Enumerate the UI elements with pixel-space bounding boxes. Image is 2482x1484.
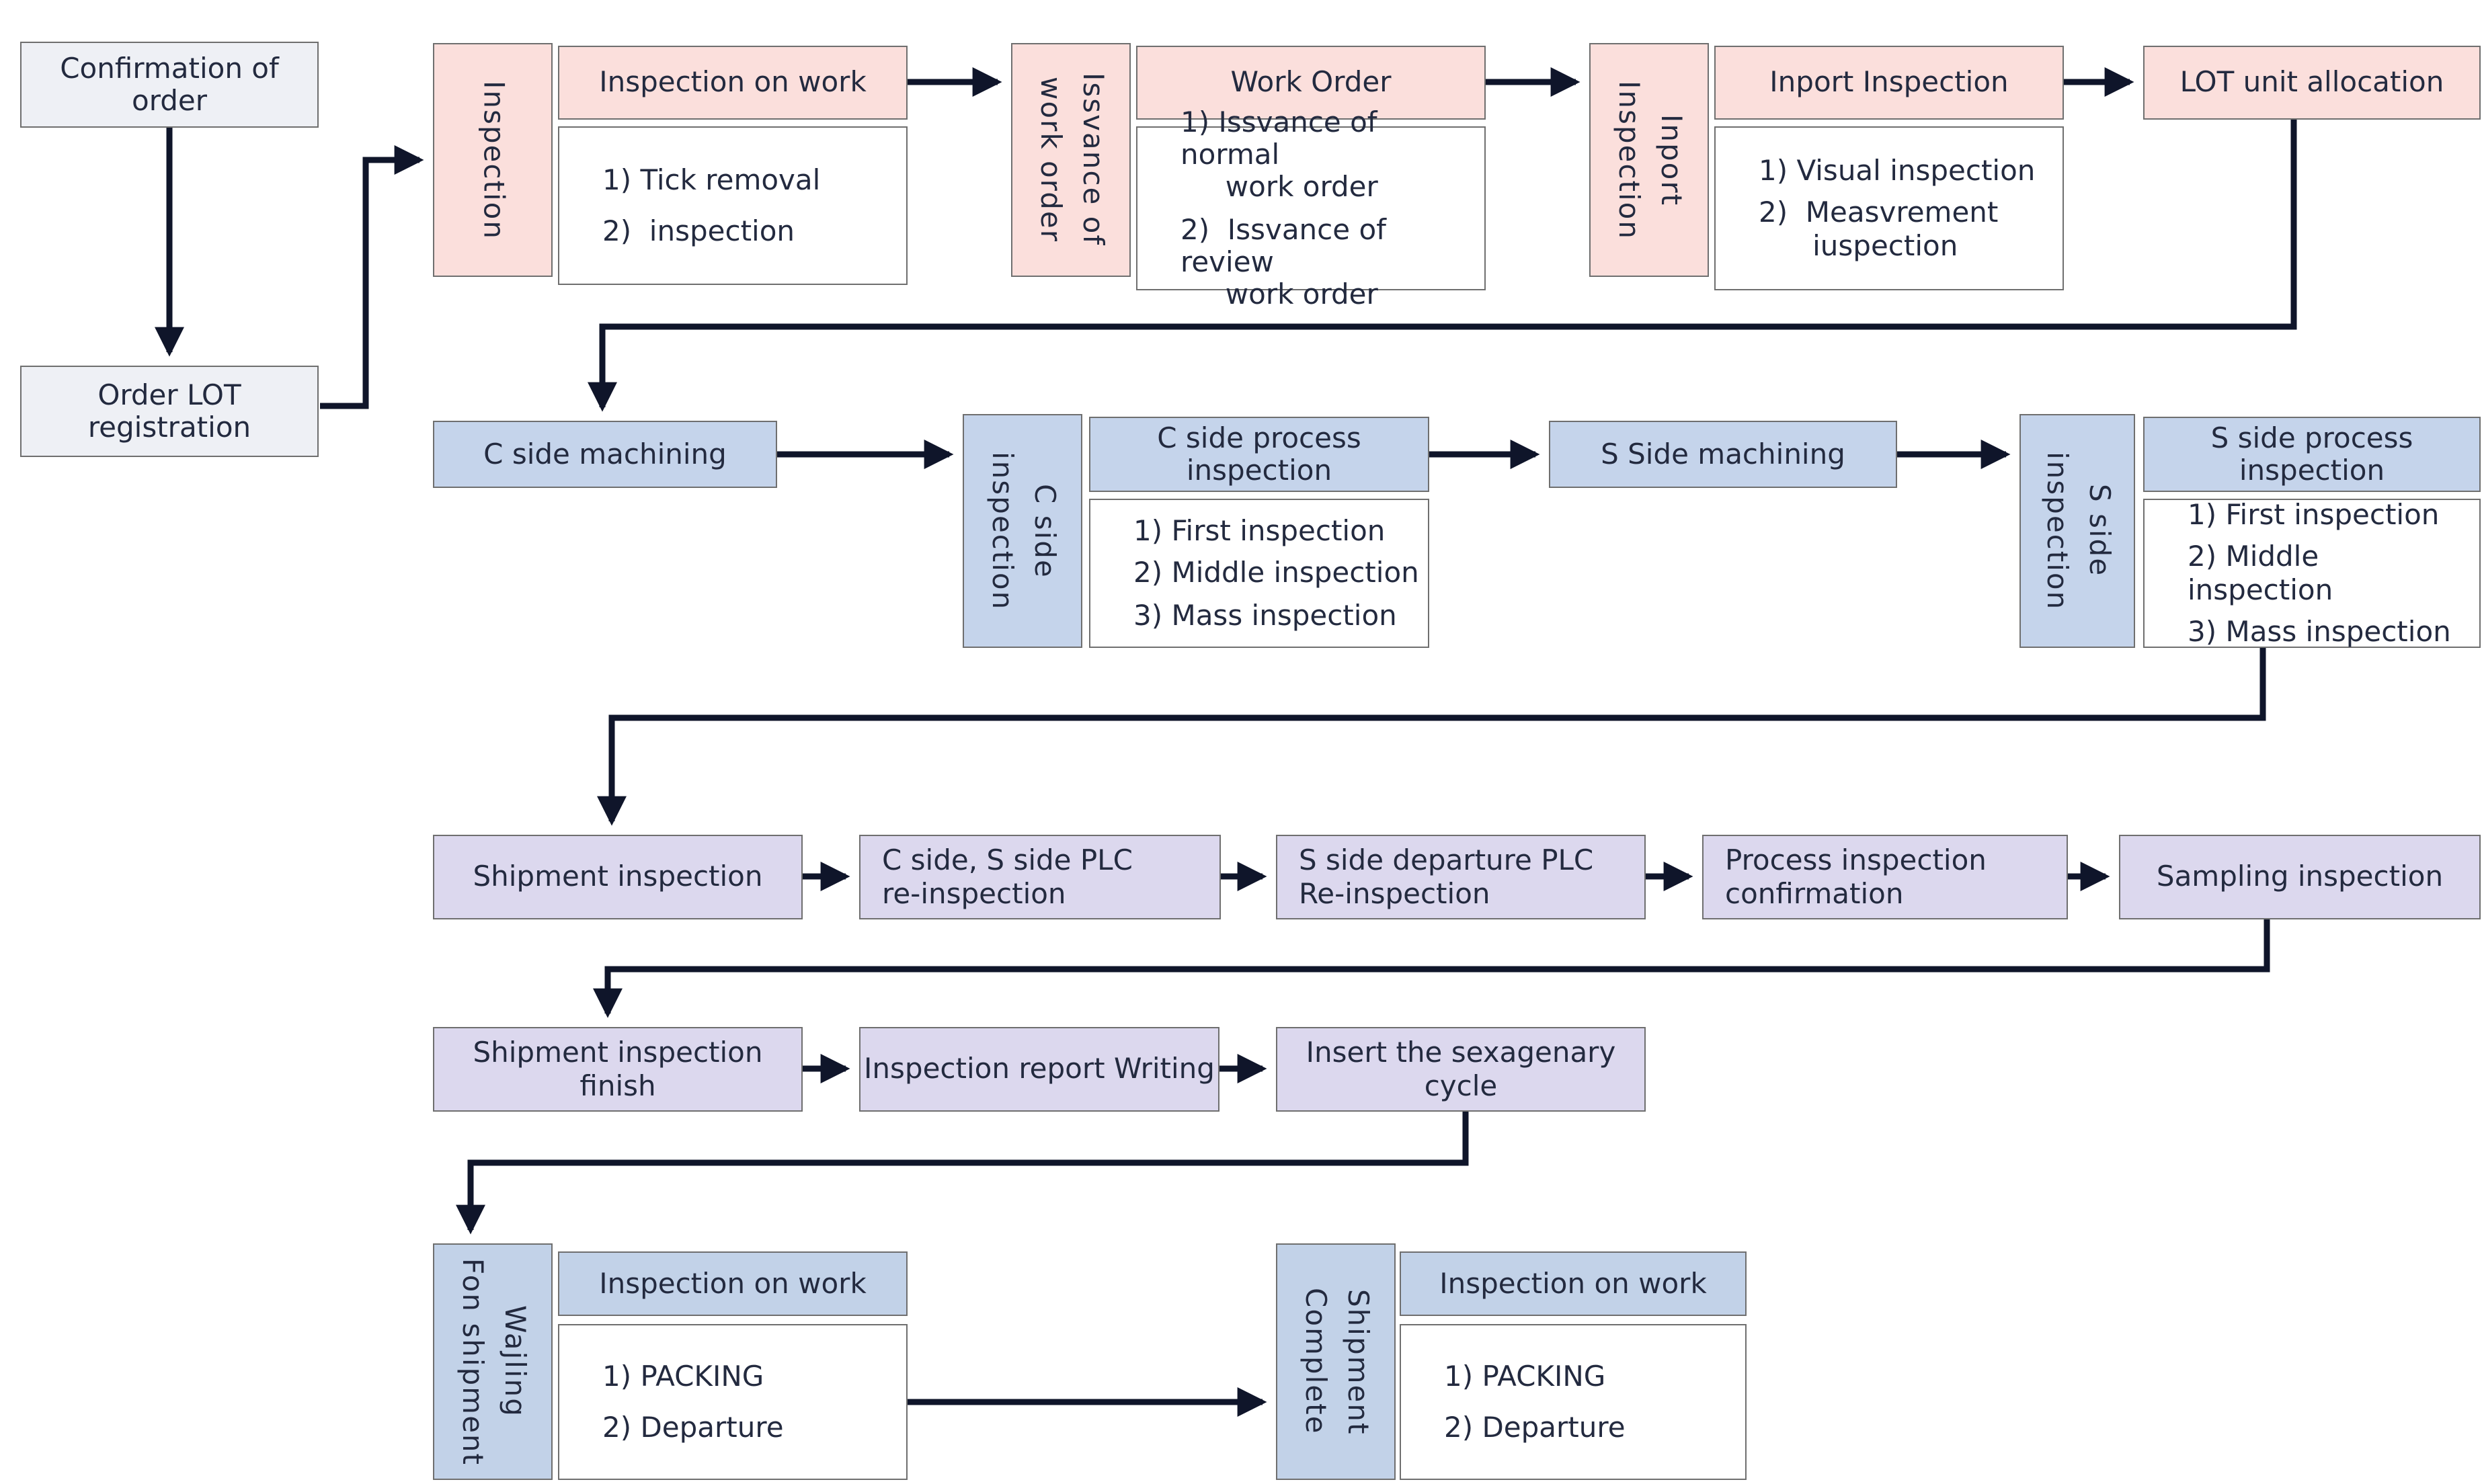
list-item: 1) First inspection — [1133, 515, 1386, 548]
list-c-side-process-inspection: 1) First inspection 2) Middle inspection… — [1089, 499, 1429, 648]
list-item: 1) Visual inspection — [1759, 155, 2036, 188]
list-item: 1) PACKING — [1444, 1360, 1606, 1393]
connector-sexagenary-to-wajling — [456, 1112, 1469, 1235]
list-item: 1) Issvance of normal work order — [1180, 106, 1378, 204]
node-shipment-inspection-finish: Shipment inspection finish — [433, 1027, 803, 1112]
list-item: 1) First inspection — [2188, 499, 2440, 532]
node-lot-unit-allocation: LOT unit allocation — [2143, 46, 2481, 120]
node-label: Shipment inspection — [473, 860, 763, 893]
list-work-order: 1) Issvance of normal work order 2) Issv… — [1136, 106, 1486, 311]
tab-import-inspection: Inport Inspection — [1589, 43, 1709, 277]
tab-s-side-inspection: S side inspection — [2019, 414, 2135, 648]
connector-orderlot-to-inspection — [320, 145, 424, 409]
node-confirmation-of-order: Confirmation of order — [20, 42, 319, 128]
tab-issuance-of-work-order: Issvance of work order — [1011, 43, 1131, 277]
node-label: C side, S side PLC re-inspection — [882, 844, 1133, 909]
node-label: S side departure PLC Re-inspection — [1299, 844, 1594, 909]
tab-shipment-complete: Shipment Complete — [1276, 1243, 1396, 1480]
node-label: Confirmation of order — [60, 52, 279, 117]
tab-label: Inport Inspection — [1613, 80, 1687, 240]
list-item: 2) Middle inspection — [1133, 556, 1419, 589]
list-item: 2) Issvance of review work order — [1180, 213, 1386, 311]
node-departure-plc-reinspection: S side departure PLC Re-inspection — [1276, 835, 1646, 919]
header-inspection-on-work-shipment: Inspection on work — [558, 1251, 908, 1316]
header-import-inspection: Inport Inspection — [1714, 46, 2064, 120]
tab-label: S side inspection — [2041, 451, 2116, 611]
node-shipment-inspection: Shipment inspection — [433, 835, 803, 919]
header-label: Inspection on work — [599, 1267, 867, 1300]
header-c-side-process-inspection: C side process inspection — [1089, 417, 1429, 492]
header-label: S side process inspection — [2210, 421, 2413, 487]
node-label: Process inspection confirmation — [1725, 844, 1987, 909]
connector-sampling-to-finish — [593, 919, 2270, 1018]
node-label: Order LOT registration — [87, 378, 251, 444]
list-inspection-on-work: 1) Tick removal 2) inspection — [558, 126, 908, 285]
list-s-side-process-inspection: 1) First inspection 2) Middle inspection… — [2143, 499, 2481, 648]
node-label: Sampling inspection — [2156, 860, 2444, 893]
node-label: S Side machining — [1601, 438, 1845, 470]
list-item: 1) PACKING — [602, 1360, 764, 1393]
node-label: Shipment inspection finish — [473, 1036, 763, 1102]
node-insert-sexagenary-cycle: Insert the sexagenary cycle — [1276, 1027, 1646, 1112]
header-label: Work Order — [1230, 66, 1392, 99]
tab-c-side-inspection: C side inspection — [963, 414, 1082, 648]
list-import-inspection: 1) Visual inspection 2) Measvrement iusp… — [1714, 126, 2064, 290]
header-label: Inspection on work — [1439, 1267, 1707, 1300]
node-label: Insert the sexagenary cycle — [1306, 1036, 1616, 1102]
node-inspection-report-writing: Inspection report Writing — [859, 1027, 1219, 1112]
node-order-lot-registration: Order LOT registration — [20, 366, 319, 457]
tab-label: Issvance of work order — [1035, 73, 1109, 247]
list-item: 3) Mass inspection — [2188, 615, 2451, 648]
list-shipment-packing: 1) PACKING 2) Departure — [558, 1324, 908, 1480]
tab-label: Shipment Complete — [1299, 1288, 1374, 1436]
node-plc-reinspection: C side, S side PLC re-inspection — [859, 835, 1221, 919]
header-s-side-process-inspection: S side process inspection — [2143, 417, 2481, 492]
header-inspection-on-work-complete: Inspection on work — [1400, 1251, 1747, 1316]
tab-label: C side inspection — [986, 451, 1061, 611]
node-label: LOT unit allocation — [2179, 66, 2444, 99]
list-item: 2) Departure — [1444, 1411, 1626, 1443]
header-label: C side process inspection — [1157, 421, 1361, 487]
list-complete-packing: 1) PACKING 2) Departure — [1400, 1324, 1747, 1480]
list-item: 3) Mass inspection — [1133, 599, 1397, 632]
node-s-side-machining: S Side machining — [1549, 421, 1897, 488]
list-item: 2) Departure — [602, 1411, 784, 1443]
header-label: Inport Inspection — [1769, 66, 2009, 99]
connector-sinspection-to-shipmentinspection — [597, 648, 2266, 826]
header-label: Inspection on work — [599, 66, 867, 99]
tab-label: Wajling Fon shipment — [456, 1258, 531, 1466]
tab-inspection: Inspection — [433, 43, 553, 277]
list-item: 2) Middle inspection — [2188, 540, 2333, 606]
list-item: 2) inspection — [602, 214, 795, 247]
node-label: C side machining — [483, 438, 727, 470]
node-label: Inspection report Writing — [864, 1053, 1215, 1085]
header-inspection-on-work: Inspection on work — [558, 46, 908, 120]
node-sampling-inspection: Sampling inspection — [2119, 835, 2481, 919]
list-item: 2) Measvrement iuspection — [1759, 196, 1999, 262]
node-process-inspection-confirmation: Process inspection confirmation — [1702, 835, 2068, 919]
node-c-side-machining: C side machining — [433, 421, 777, 488]
list-item: 1) Tick removal — [602, 164, 821, 197]
tab-label: Inspection — [477, 80, 510, 240]
header-work-order: Work Order — [1136, 46, 1486, 120]
tab-wajling-fon-shipment: Wajling Fon shipment — [433, 1243, 553, 1480]
